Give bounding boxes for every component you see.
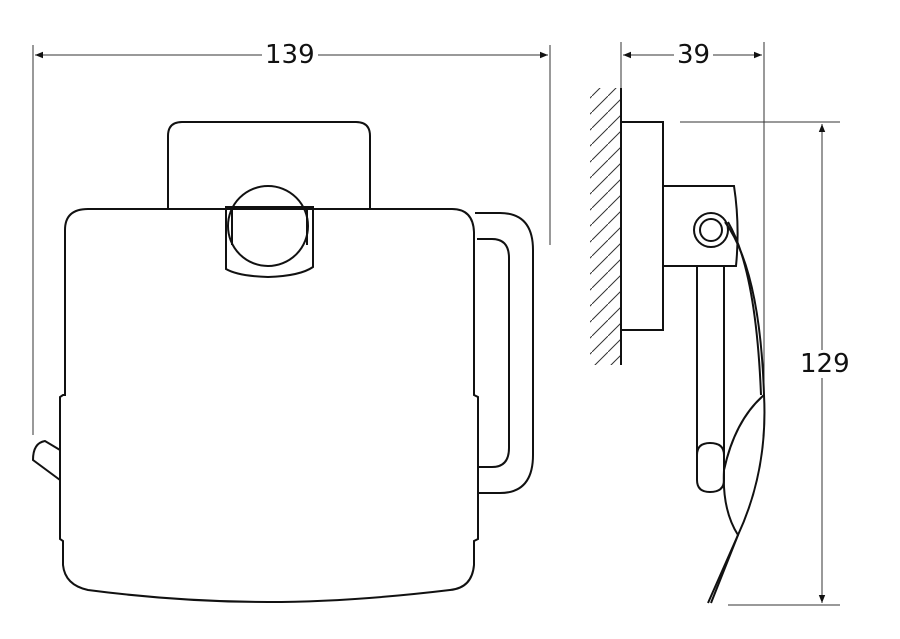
side-bracket xyxy=(662,185,739,267)
handle-outer xyxy=(475,212,534,494)
side-wall-plate xyxy=(620,121,664,331)
front-view xyxy=(31,45,551,604)
side-cover-profile xyxy=(707,221,766,604)
release-lever xyxy=(31,439,61,481)
hinge-bracket xyxy=(225,206,314,279)
handle-inner xyxy=(477,238,510,468)
wall-hatching xyxy=(590,88,621,365)
cover-flap xyxy=(59,208,479,604)
side-rod xyxy=(696,266,725,494)
side-view xyxy=(590,42,840,606)
spring-coil xyxy=(693,212,729,248)
wall-plate xyxy=(167,121,371,209)
width-dimension-label: 139 xyxy=(262,41,318,69)
height-dimension-label: 129 xyxy=(797,350,853,378)
knob xyxy=(227,185,309,267)
depth-dimension-label: 39 xyxy=(674,41,714,69)
